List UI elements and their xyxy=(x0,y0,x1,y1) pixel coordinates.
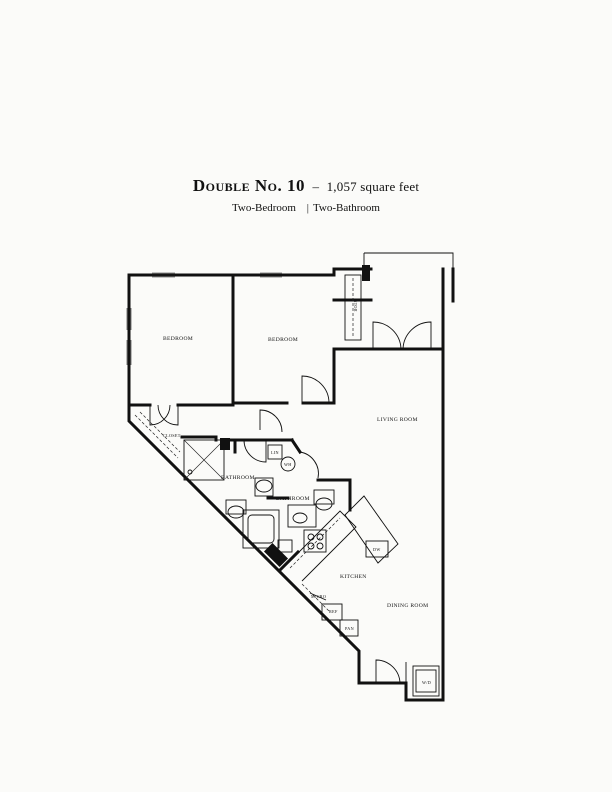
storage-closet: STOR xyxy=(344,274,362,341)
interior-walls xyxy=(127,275,352,573)
storage-label: STOR xyxy=(353,300,358,312)
living-room-label: LIVING ROOM xyxy=(377,417,418,423)
dining-room-label: DINING ROOM xyxy=(387,603,428,609)
plan-title: Double No. 10 xyxy=(192,176,305,195)
bathroom-2-fixtures xyxy=(242,489,335,568)
doors xyxy=(149,375,407,684)
room-labels: BEDROOM BEDROOM LIVING ROOM CLOSET BATHR… xyxy=(163,336,431,685)
bathroom-count: Two-Bathroom xyxy=(312,202,380,214)
linen-label: LIN xyxy=(271,450,279,455)
title-block: Double No. 10 – 1,057 square feet Two-Be… xyxy=(0,176,612,214)
water-heater-label: WH xyxy=(284,462,292,467)
refrigerator-label: REF xyxy=(329,609,338,614)
balcony xyxy=(332,252,454,351)
closet xyxy=(134,411,181,459)
micro-label: MICRO xyxy=(311,594,326,599)
pantry-label: PAN xyxy=(345,626,354,631)
washer-dryer-label: W/D xyxy=(422,680,431,685)
dishwasher-label: DW xyxy=(373,547,381,552)
bedroom-count: Two-Bedroom xyxy=(231,202,296,214)
plan-area: 1,057 square feet xyxy=(326,179,420,194)
exterior-walls xyxy=(127,267,455,702)
bathroom-1-label: BATHROOM xyxy=(221,475,255,481)
subtitle-divider: | xyxy=(306,202,309,214)
bathroom-2-label: BATHROOM xyxy=(276,496,310,502)
utility-closets xyxy=(267,444,296,472)
kitchen-label: KITCHEN xyxy=(340,574,367,580)
bathroom-1-fixtures xyxy=(159,438,274,519)
kitchen-fixtures xyxy=(285,495,399,637)
washer-dryer xyxy=(412,665,440,697)
bedroom-2-label: BEDROOM xyxy=(268,337,298,343)
title-separator: – xyxy=(312,179,320,194)
title-line: Double No. 10 – 1,057 square feet xyxy=(0,176,612,196)
bedroom-1-label: BEDROOM xyxy=(163,336,193,342)
closet-label: CLOSET xyxy=(163,433,181,438)
windows xyxy=(126,272,282,365)
plan-subtitle: Two-Bedroom |Two-Bathroom xyxy=(0,202,612,214)
